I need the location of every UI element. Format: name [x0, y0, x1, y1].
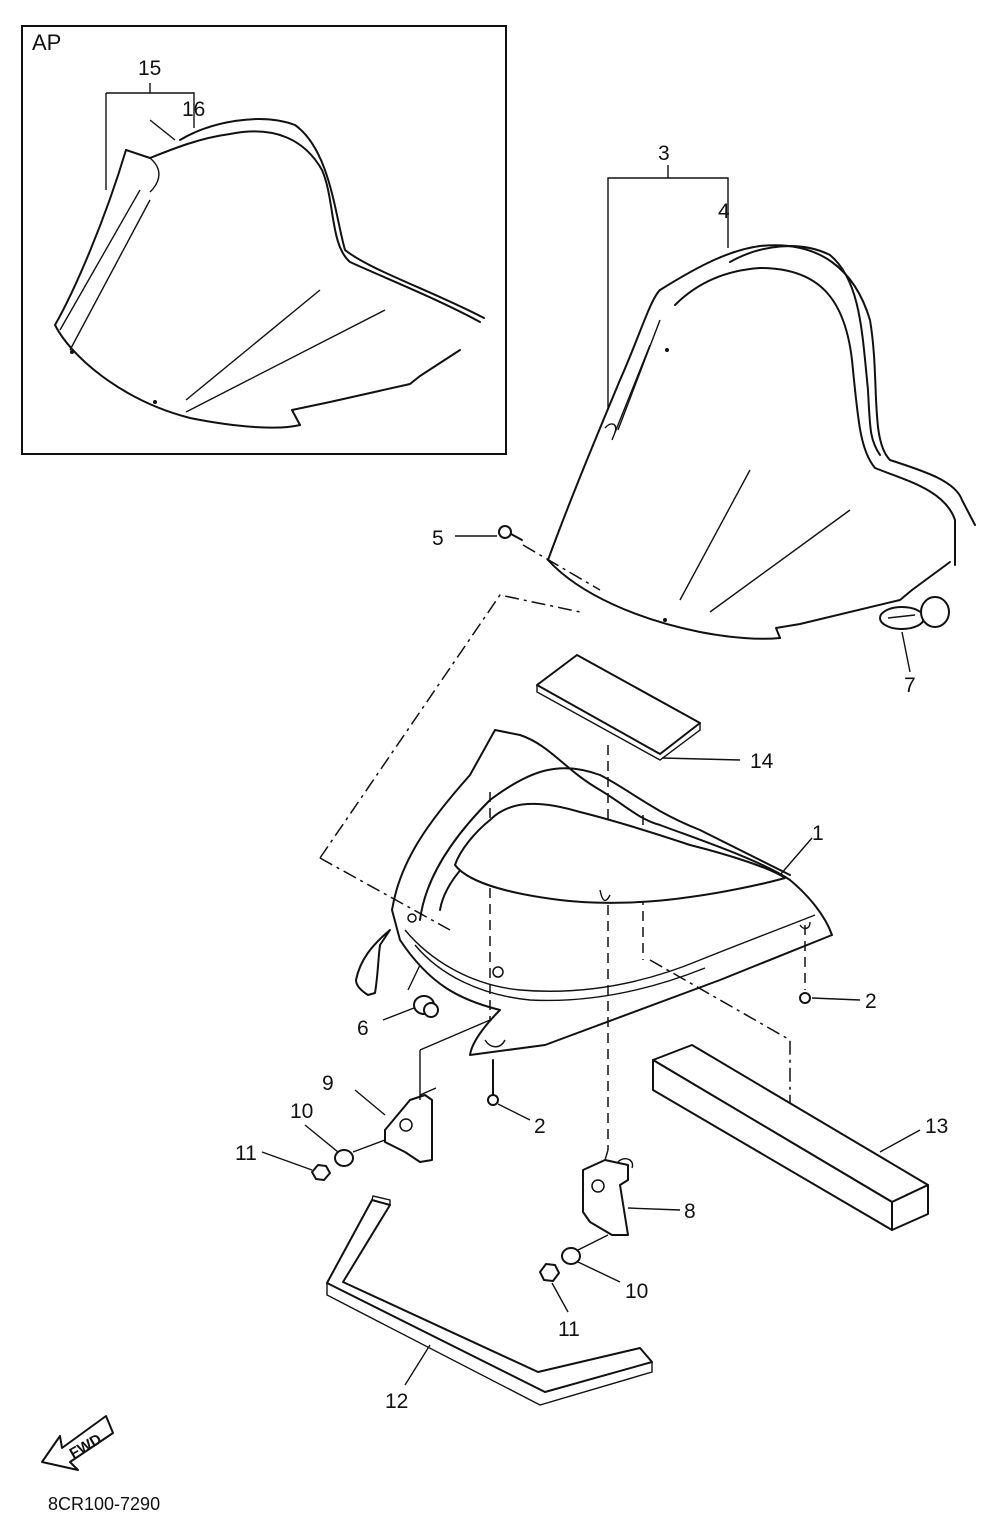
callout-7: 7 [904, 674, 916, 697]
callout-3: 3 [658, 142, 670, 165]
windshield [547, 244, 976, 640]
callout-11-left: 11 [235, 1142, 257, 1165]
foam-strip-12: 12 [326, 1195, 653, 1413]
fwd-arrow-icon: FWD [41, 1415, 114, 1471]
nut-11-left: 11 [235, 1142, 331, 1181]
diagram-code: 8CR100-7290 [48, 1494, 160, 1514]
bracket-9: 9 [322, 1019, 491, 1163]
callout-1: 1 [812, 822, 824, 845]
callout-2-bottom: 2 [534, 1115, 546, 1138]
callout-4: 4 [718, 200, 730, 223]
nut-11-right: 11 [539, 1263, 580, 1341]
washer-10-left: 10 [290, 1100, 386, 1167]
nut-7: 7 [879, 596, 950, 697]
callout-11-right: 11 [558, 1318, 580, 1341]
bolt-2-right: 2 [799, 990, 877, 1013]
callout-8: 8 [684, 1200, 696, 1223]
cowl-1 [355, 729, 833, 1056]
callout-9: 9 [322, 1072, 334, 1095]
screw-5: 5 [432, 525, 523, 550]
inset-windshield [54, 118, 485, 429]
callout-6: 6 [357, 1017, 369, 1040]
callout-15: 15 [138, 57, 161, 80]
bolt-2-bottom: 2 [487, 1059, 546, 1138]
pad-14: 14 [536, 654, 774, 773]
inset-title: AP [32, 30, 61, 55]
callout-12: 12 [385, 1390, 408, 1413]
bracket-8: 8 [582, 1149, 696, 1236]
callout-10-right: 10 [625, 1280, 648, 1303]
foam-block-13: 13 [652, 1044, 948, 1231]
callout-13: 13 [925, 1115, 948, 1138]
callout-5: 5 [432, 527, 444, 550]
callout-14: 14 [750, 750, 774, 773]
callout-10-left: 10 [290, 1100, 313, 1123]
grommet-6: 6 [357, 995, 439, 1040]
inset-panel: AP 15 16 [21, 25, 507, 455]
callout-2-right: 2 [865, 990, 877, 1013]
washer-10-right: 10 [561, 1234, 648, 1303]
callout-16: 16 [182, 98, 205, 121]
